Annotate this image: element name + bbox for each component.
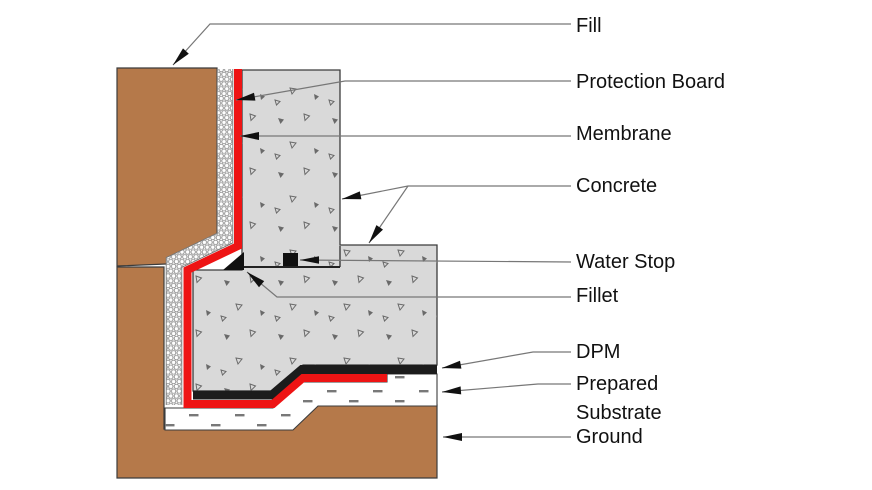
arrow-concrete-step [369,225,383,243]
arrow-fillet [247,272,265,288]
label-ground: Ground [576,426,643,448]
leader-fill [172,23,571,66]
water-stop-marker [283,253,298,266]
arrow-dpm [442,360,462,369]
label-prepared-substrate: Prepared Substrate [576,373,662,424]
arrow-water-stop [300,256,319,264]
arrow-protection-board [236,92,256,101]
arrow-prepared-substrate [442,386,462,395]
leader-protection-board [235,80,571,101]
leader-water-stop [299,259,572,263]
label-fillet: Fillet [576,285,619,307]
protection-board-hatch [165,69,234,405]
arrow-ground [443,433,462,441]
dpm-line [193,365,437,400]
fill-earth-region [116,67,218,267]
label-water-stop: Water Stop [576,251,676,273]
leader-prepared-substrate [441,383,571,393]
leader-arrowheads [173,48,462,441]
label-dpm: DPM [576,341,621,363]
arrow-fill [173,48,189,65]
label-concrete: Concrete [576,175,658,197]
arrow-membrane [240,132,259,140]
fillet-triangle [223,252,244,270]
label-membrane: Membrane [576,123,672,145]
membrane-line [183,69,387,408]
label-fill: Fill [576,15,602,37]
label-protection-board: Protection Board [576,71,725,93]
arrow-concrete-wall [342,191,362,200]
leader-dpm [441,351,571,369]
leader-concrete [341,185,571,200]
